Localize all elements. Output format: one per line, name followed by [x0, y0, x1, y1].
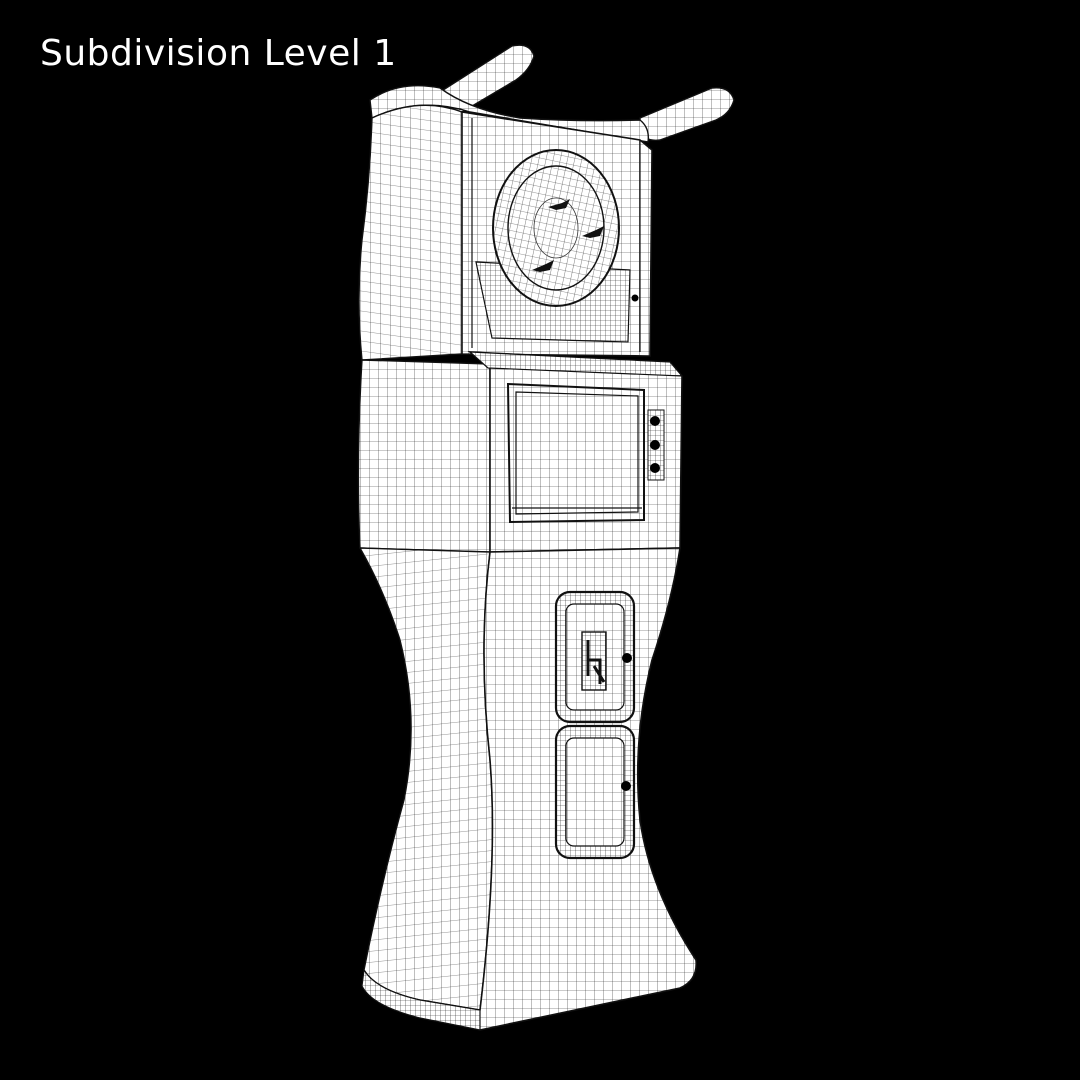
- coin-slot-icon: [581, 631, 607, 691]
- middle-cabinet-side: [357, 359, 501, 553]
- dart-icon: [532, 260, 554, 272]
- control-buttons: [647, 409, 665, 481]
- top-right-arm: [639, 87, 735, 141]
- subdivision-level-label: Subdivision Level 1: [40, 33, 397, 74]
- upper-cabinet-side: [358, 104, 463, 361]
- dart-icon: [582, 226, 604, 238]
- display-screen: [506, 382, 645, 524]
- pedestal-base-edge: [361, 968, 481, 1031]
- dartboard: [492, 149, 620, 307]
- pedestal-side: [358, 547, 494, 1011]
- dart-icon: [548, 199, 570, 210]
- coin-door-lower: [554, 724, 636, 860]
